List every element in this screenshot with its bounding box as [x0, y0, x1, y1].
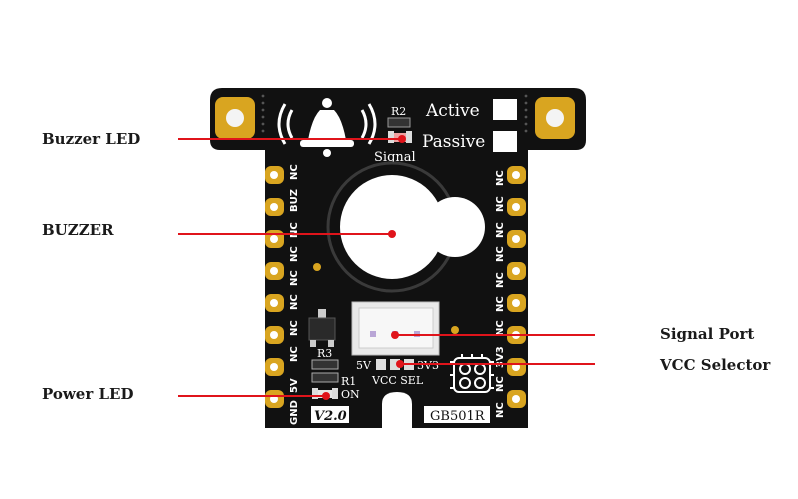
on-label: ON [341, 388, 360, 401]
led-pad [406, 131, 412, 143]
callout-power-led: Power LED [42, 385, 134, 403]
pin-label: NC [495, 196, 506, 212]
callout-vcc-selector: VCC Selector [660, 356, 771, 374]
pin-label: NC [495, 222, 506, 238]
version-label: V2.0 [314, 409, 347, 424]
mount-hole-left [215, 97, 255, 139]
pin-label: NC [289, 294, 300, 310]
right-header [507, 166, 526, 408]
r3-label: R3 [317, 347, 332, 360]
led-pad [332, 388, 338, 399]
signal-port-connector [351, 301, 440, 356]
mode-active-label: Active [425, 101, 480, 121]
mount-hole-right [535, 97, 575, 139]
voltage-regulator [308, 309, 336, 347]
vcc-pad [376, 359, 386, 370]
r2-resistor [387, 117, 411, 128]
r1-resistor [311, 372, 339, 383]
pin-label: NC [495, 272, 506, 288]
leader-lines [178, 138, 595, 397]
pin-label: 5V [289, 378, 300, 393]
mode-passive-label: Passive [422, 132, 485, 152]
vcc-sel-label: VCC SEL [371, 374, 424, 387]
r1-label: R1 [341, 375, 356, 388]
pin-label: NC [289, 270, 300, 286]
via-gold [451, 326, 459, 334]
callout-buzzer-led: Buzzer LED [42, 130, 141, 148]
pin-label: NC [289, 246, 300, 262]
leader-dot [322, 392, 330, 400]
buzzer-outline [326, 161, 485, 293]
leader-dot [388, 230, 396, 238]
left-header [265, 166, 284, 408]
board-slot [382, 392, 412, 428]
pin-label: NC [495, 376, 506, 392]
pin-label: NC [495, 170, 506, 186]
leader-dot [396, 360, 404, 368]
model-label: GB501R [430, 409, 486, 424]
left-pin-labels: NC BUZ NC NC NC NC NC NC 5V GND [289, 164, 300, 425]
pin-label: BUZ [289, 189, 300, 212]
pin-label: NC [289, 222, 300, 238]
led-pad [388, 131, 394, 143]
v5-label: 5V [356, 359, 372, 372]
pin-label: GND [289, 400, 300, 425]
active-checkbox [493, 99, 517, 120]
vias [261, 94, 528, 133]
pin-label: NC [495, 402, 506, 418]
right-pin-labels: NC NC NC NC NC NC NC 3V3 NC NC [495, 170, 506, 418]
pin-label: NC [289, 346, 300, 362]
model-box [424, 406, 490, 423]
signal-label: Signal [374, 150, 416, 165]
pin-label: 3V3 [495, 346, 506, 368]
callout-signal-port: Signal Port [660, 325, 755, 343]
v3-label: 3V3 [417, 359, 439, 372]
r2-label: R2 [391, 105, 406, 118]
pin-label: NC [289, 320, 300, 336]
vcc-pad [390, 359, 400, 370]
leader-dot [391, 331, 399, 339]
pin-label: NC [495, 296, 506, 312]
pin-label: NC [495, 320, 506, 336]
via-gold [313, 263, 321, 271]
pin-label: NC [289, 164, 300, 180]
passive-checkbox [493, 131, 517, 152]
r3-resistor [311, 359, 339, 370]
bell-icon [277, 98, 377, 157]
callout-buzzer: BUZZER [42, 221, 114, 239]
pin-label: NC [495, 246, 506, 262]
leader-dot [398, 135, 406, 143]
led-pad [312, 388, 318, 399]
version-box [311, 406, 349, 423]
